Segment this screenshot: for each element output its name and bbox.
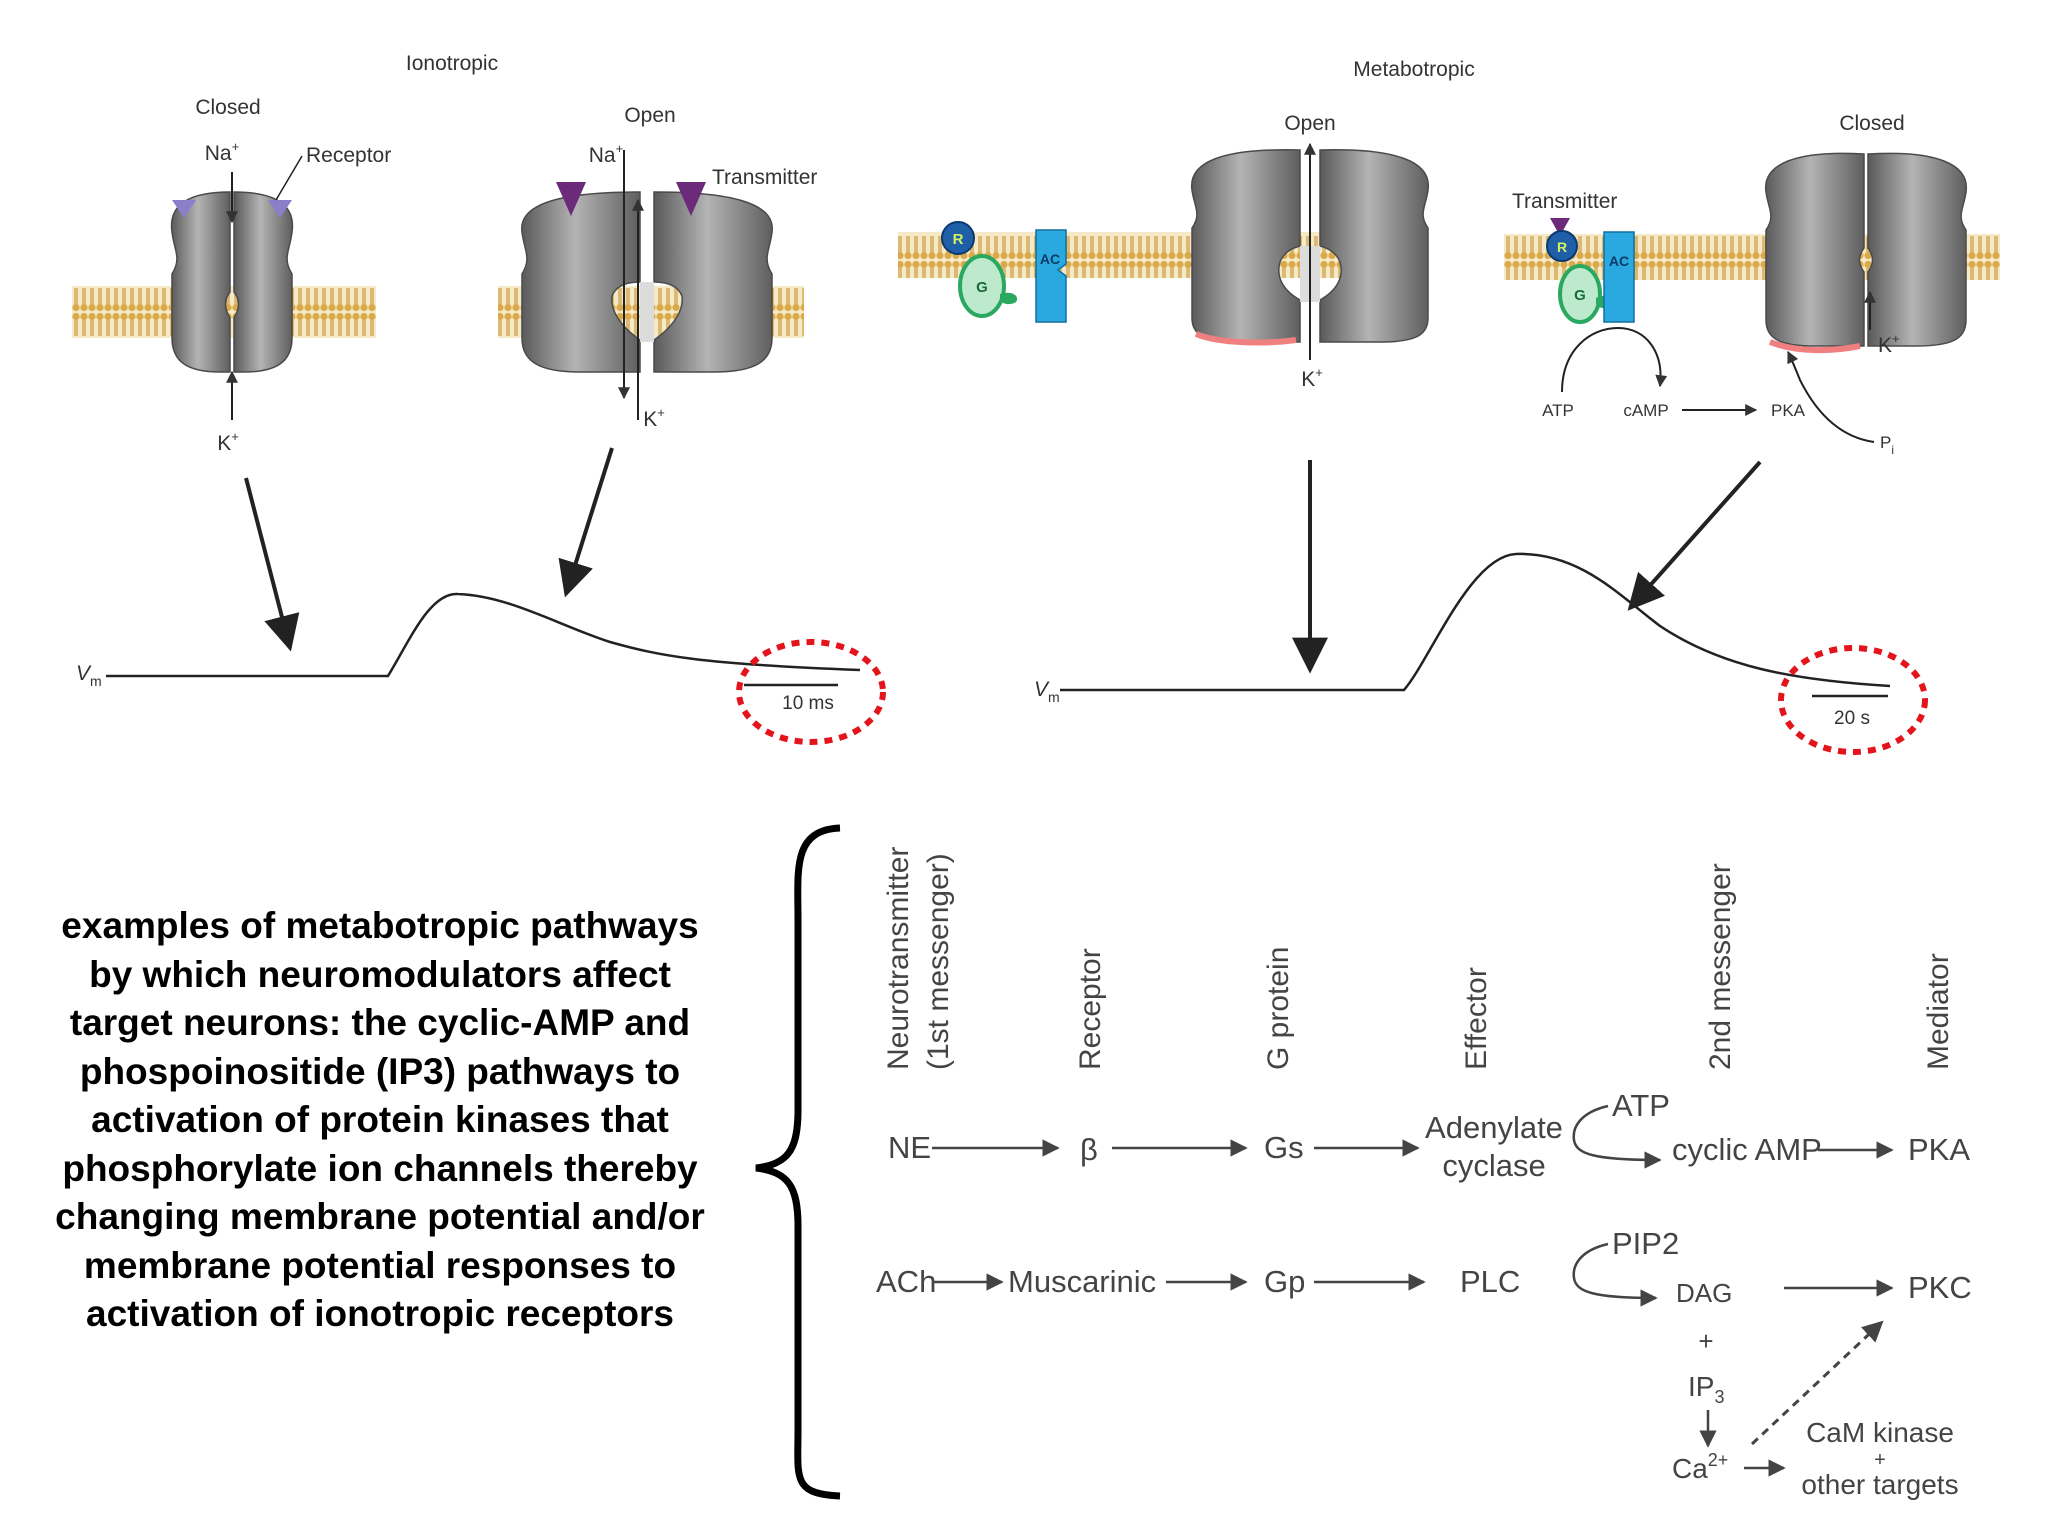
k-label: K+ bbox=[1878, 331, 1900, 357]
arrow-closed-to-trace bbox=[244, 477, 300, 652]
column-mediator: Mediator bbox=[1922, 953, 1955, 1070]
channel-subunit-right bbox=[233, 191, 294, 373]
phosphorylation-site bbox=[1768, 339, 1861, 354]
membrane-potential-trace bbox=[1060, 552, 1891, 692]
ne-label: NE bbox=[888, 1130, 931, 1165]
metabotropic-closed-label: Closed bbox=[1839, 112, 1904, 135]
transmitter-label: Transmitter bbox=[712, 166, 817, 189]
k-label: K+ bbox=[217, 429, 239, 455]
column-second-messenger: 2nd messenger bbox=[1704, 863, 1737, 1070]
g-label: G bbox=[976, 279, 988, 296]
other-targets-label: other targets bbox=[1801, 1469, 1958, 1500]
cyclase-label: cyclase bbox=[1442, 1148, 1545, 1183]
na-label: Na+ bbox=[205, 139, 239, 165]
receptor-site-icon bbox=[268, 200, 292, 218]
channel-subunit-left bbox=[1765, 152, 1865, 347]
pathway-row-ip3: ACh Muscarinic Gp PLC PIP2 DAG PKC + IP3… bbox=[876, 1226, 1972, 1500]
receptor-r-icon bbox=[941, 221, 975, 255]
transmitter-label: Transmitter bbox=[1512, 190, 1617, 213]
gp-label: Gp bbox=[1264, 1264, 1305, 1299]
ionotropic-panel: Ionotropic Closed Na+ K+ Receptor Open bbox=[72, 52, 886, 745]
k-label: K+ bbox=[643, 405, 665, 431]
gs-label: Gs bbox=[1264, 1130, 1304, 1165]
arrow-closed-to-trace bbox=[1627, 460, 1762, 611]
scale-highlight-circle bbox=[1778, 645, 1928, 755]
plc-label: PLC bbox=[1460, 1264, 1520, 1299]
adenylate-label: Adenylate bbox=[1425, 1110, 1563, 1145]
column-first-messenger: (1st messenger) bbox=[922, 853, 955, 1070]
pka-label: PKA bbox=[1771, 401, 1806, 420]
dashed-arrow-to-pkc bbox=[1750, 1320, 1884, 1446]
atp-label: ATP bbox=[1612, 1088, 1670, 1123]
column-g-protein: G protein bbox=[1262, 947, 1295, 1070]
channel-subunit-right bbox=[1319, 149, 1429, 343]
receptor-site-icon bbox=[172, 200, 196, 218]
metabotropic-open-label: Open bbox=[1284, 112, 1335, 135]
muscarinic-label: Muscarinic bbox=[1008, 1264, 1156, 1299]
column-neurotransmitter: Neurotransmitter bbox=[882, 847, 915, 1070]
curly-brace bbox=[755, 824, 841, 1500]
pka-label: PKA bbox=[1908, 1132, 1970, 1167]
channel-subunit-right bbox=[1867, 152, 1967, 347]
column-receptor: Receptor bbox=[1074, 948, 1107, 1070]
column-effector: Effector bbox=[1460, 967, 1493, 1070]
pathway-row-camp: NE β Gs Adenylate cyclase ATP cyclic AMP… bbox=[888, 1088, 1970, 1183]
g-label: G bbox=[1574, 287, 1586, 304]
receptor-label: Receptor bbox=[306, 144, 391, 167]
calcium-label: Ca2+ bbox=[1672, 1450, 1728, 1484]
time-scale-label: 20 s bbox=[1834, 708, 1870, 729]
time-scale-label: 10 ms bbox=[782, 693, 834, 714]
na-label: Na+ bbox=[589, 141, 623, 167]
k-label: K+ bbox=[1301, 365, 1323, 391]
g-protein-icon bbox=[1558, 264, 1602, 324]
camp-label: cAMP bbox=[1623, 401, 1668, 420]
metabotropic-closed-channel: Closed K+ Transmitter R G AC ATP cAMP PK… bbox=[1504, 112, 2000, 457]
ach-label: ACh bbox=[876, 1264, 936, 1299]
channel-subunit-left bbox=[170, 191, 231, 373]
ac-label: AC bbox=[1609, 253, 1629, 269]
pathway-table: Neurotransmitter (1st messenger) Recepto… bbox=[755, 824, 1972, 1500]
adenylate-cyclase-icon bbox=[1603, 231, 1635, 323]
cam-kinase-label: CaM kinase bbox=[1806, 1417, 1954, 1448]
atp-label: ATP bbox=[1542, 401, 1574, 420]
receptor-r-icon bbox=[1546, 230, 1578, 262]
pip2-label: PIP2 bbox=[1612, 1226, 1679, 1261]
r-label: R bbox=[1557, 239, 1567, 255]
arrow-open-to-trace bbox=[558, 447, 614, 598]
transmitter-ligand-icon bbox=[1550, 218, 1570, 236]
cyclic-amp-label: cyclic AMP bbox=[1672, 1132, 1822, 1167]
channel-subunit-left bbox=[521, 191, 641, 373]
beta-label: β bbox=[1080, 1132, 1098, 1167]
plus-sign: + bbox=[1874, 1449, 1886, 1471]
vm-label: Vm bbox=[76, 662, 102, 689]
channel-subunit-left bbox=[1191, 149, 1301, 343]
metabotropic-panel: Metabotropic Open K+ R G AC Closed bbox=[898, 58, 2000, 755]
vm-label: Vm bbox=[1034, 678, 1060, 705]
channel-subunit-right bbox=[653, 191, 773, 373]
metabotropic-open-channel: Open K+ R G AC bbox=[898, 112, 1429, 391]
ionotropic-open-channel: Open Na+ K+ Transmitter bbox=[498, 104, 817, 431]
metabotropic-title: Metabotropic bbox=[1353, 58, 1474, 81]
transmitter-ligand-icon bbox=[556, 182, 586, 216]
ionotropic-title: Ionotropic bbox=[406, 52, 498, 75]
adenylate-cyclase-icon bbox=[1035, 229, 1067, 323]
description-text: examples of metabotropic pathways by whi… bbox=[55, 905, 705, 1334]
ionotropic-open-label: Open bbox=[624, 104, 675, 127]
ac-label: AC bbox=[1040, 251, 1060, 267]
ionotropic-closed-label: Closed bbox=[195, 96, 260, 119]
g-protein-icon bbox=[958, 254, 1006, 318]
scale-highlight-circle bbox=[736, 639, 886, 745]
dag-label: DAG bbox=[1676, 1278, 1732, 1308]
ip3-label: IP3 bbox=[1688, 1371, 1724, 1407]
phosphorylation-site bbox=[1194, 331, 1297, 346]
membrane-potential-trace bbox=[106, 592, 861, 678]
transmitter-ligand-icon bbox=[676, 182, 706, 216]
pkc-label: PKC bbox=[1908, 1270, 1972, 1305]
plus-sign: + bbox=[1698, 1326, 1713, 1356]
r-label: R bbox=[953, 231, 964, 248]
ionotropic-closed-channel: Closed Na+ K+ Receptor bbox=[72, 96, 391, 455]
pi-label: Pi bbox=[1880, 433, 1894, 457]
